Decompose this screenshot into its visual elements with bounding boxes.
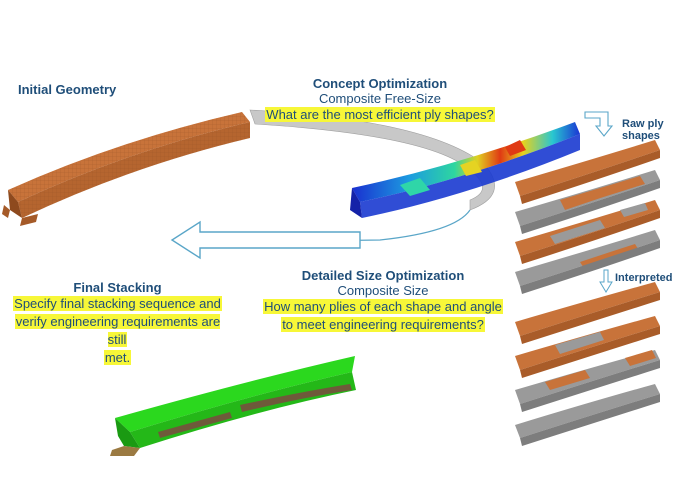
return-arrow <box>170 220 361 260</box>
detailed-question-line1: How many plies of each shape and angle <box>263 299 503 314</box>
interpreted-ply-4 <box>515 384 660 446</box>
concept-block: Concept Optimization Composite Free-Size… <box>255 76 505 124</box>
final-line3: met. <box>103 350 132 365</box>
final-block: Final Stacking Specify final stacking se… <box>5 280 230 367</box>
raw-ply-2 <box>515 170 660 234</box>
final-green-beam <box>110 356 356 456</box>
to-raw-arrow <box>584 111 614 137</box>
to-interpreted-arrow <box>599 269 613 293</box>
interpreted-label: Interpreted <box>615 272 673 284</box>
detailed-subtitle: Composite Size <box>337 283 429 298</box>
detailed-question-line2: to meet engineering requirements? <box>281 317 485 332</box>
flow-loop-outline <box>229 209 471 243</box>
detailed-block: Detailed Size Optimization Composite Siz… <box>258 268 508 334</box>
detailed-title: Detailed Size Optimization <box>301 268 465 283</box>
contour-beam <box>350 122 580 218</box>
final-title: Final Stacking <box>73 280 162 295</box>
raw-ply-stack <box>515 140 660 294</box>
concept-subtitle: Composite Free-Size <box>318 91 442 106</box>
raw-ply-shapes-label: Raw ply shapes <box>622 118 664 142</box>
interpreted-ply-3 <box>515 350 660 412</box>
interpreted-stack <box>515 282 660 446</box>
concept-title: Concept Optimization <box>312 76 448 91</box>
initial-geometry-title: Initial Geometry <box>18 82 117 97</box>
final-line2: verify engineering requirements are stil… <box>14 314 221 347</box>
initial-geometry-beam <box>2 112 250 226</box>
interpreted-ply-1 <box>515 282 660 344</box>
interpreted-ply-2 <box>515 316 660 378</box>
raw-ply-1 <box>515 140 660 204</box>
raw-ply-3 <box>515 200 660 264</box>
final-line1: Specify final stacking sequence and <box>13 296 222 311</box>
raw-ply-4 <box>515 230 660 294</box>
concept-question: What are the most efficient ply shapes? <box>265 107 495 122</box>
